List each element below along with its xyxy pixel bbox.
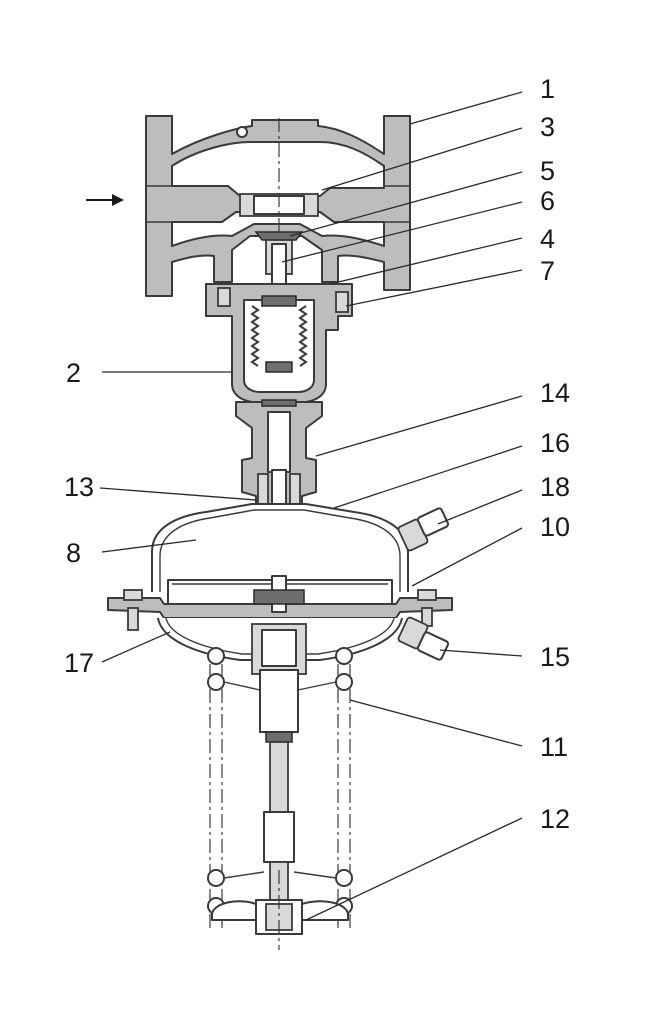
leader-lines (99, 91, 523, 921)
callout-12: 12 (540, 804, 570, 834)
callout-3: 3 (540, 112, 555, 142)
callout-7: 7 (540, 256, 555, 286)
callout-17: 17 (64, 648, 94, 678)
callout-6: 6 (540, 186, 555, 216)
guide-rods (207, 647, 353, 930)
callout-11: 11 (540, 732, 568, 762)
callout-18: 18 (540, 472, 570, 502)
callout-13: 13 (64, 472, 94, 502)
callout-8: 8 (66, 538, 81, 568)
fitting-upper (397, 507, 450, 552)
callout-1: 1 (540, 74, 555, 104)
valve-body (145, 115, 411, 297)
callout-15: 15 (540, 642, 570, 672)
fitting-lower (397, 616, 450, 661)
flange-bolt-left (123, 589, 143, 631)
flow-arrow-icon (86, 194, 124, 206)
callout-10: 10 (540, 512, 570, 542)
bonnet-housing (205, 283, 353, 403)
callout-2: 2 (66, 358, 81, 388)
callout-14: 14 (540, 378, 570, 408)
callout-labels: 1 3 5 6 4 7 2 14 16 13 18 8 10 17 15 11 … (64, 74, 570, 834)
callout-5: 5 (540, 156, 555, 186)
lower-stem-assembly (251, 623, 307, 935)
callout-16: 16 (540, 428, 570, 458)
callout-4: 4 (540, 224, 555, 254)
